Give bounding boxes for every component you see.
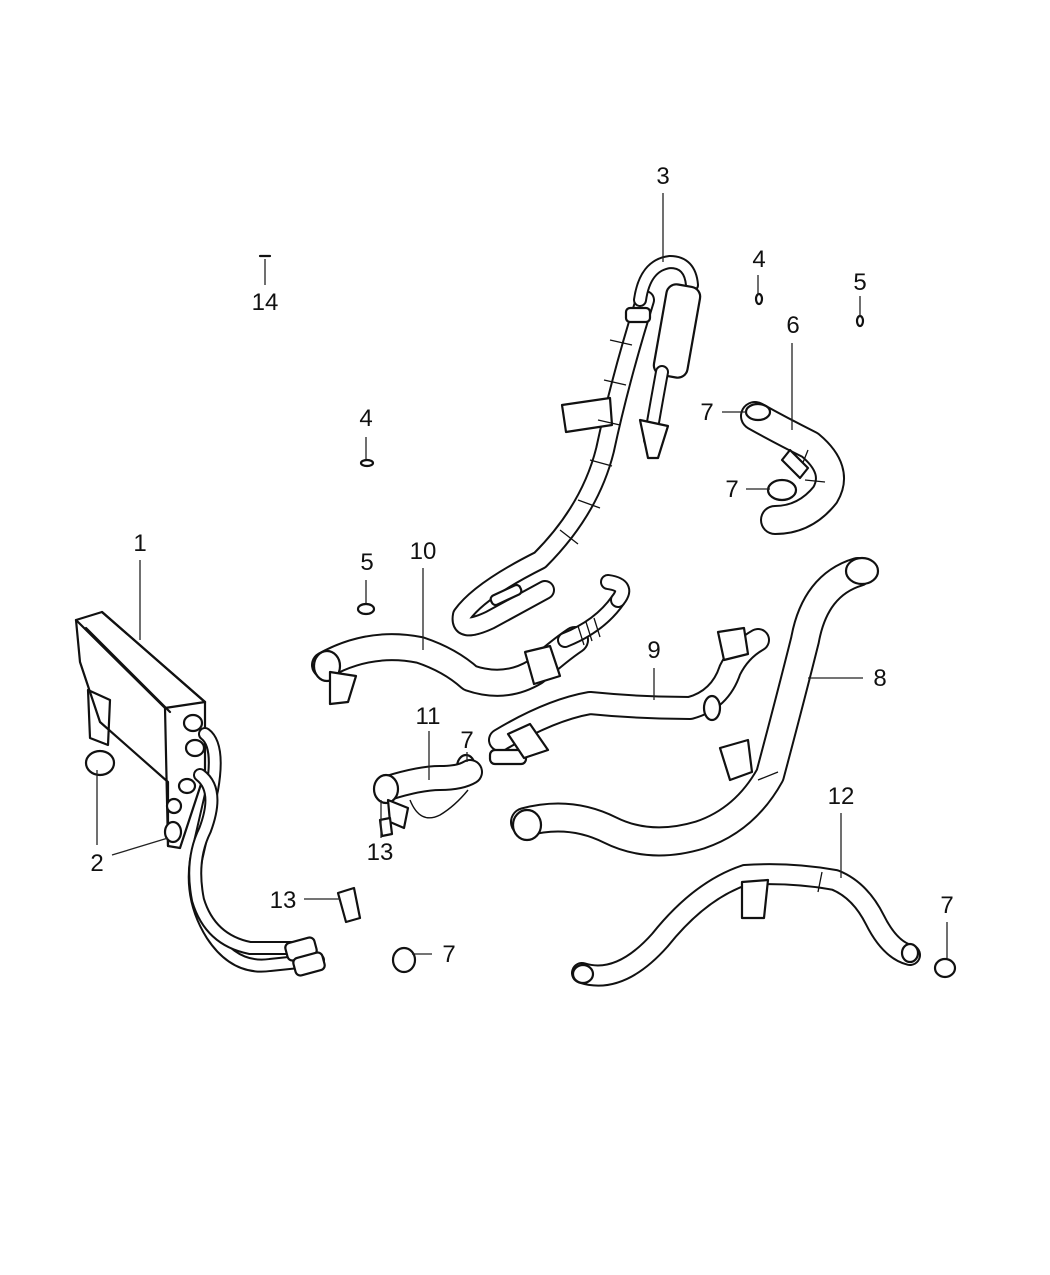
callout-11: 11 (416, 703, 441, 730)
callout-7-a: 7 (700, 399, 713, 426)
callout-10: 10 (410, 538, 437, 565)
callout-13-a: 13 (367, 839, 394, 866)
leader-lines (96, 193, 948, 958)
callout-7-b: 7 (725, 476, 738, 503)
clip-part (336, 816, 394, 924)
callout-12: 12 (828, 783, 855, 810)
seal-ring-part (356, 314, 865, 616)
callout-7-e: 7 (940, 892, 953, 919)
callout-6: 6 (786, 312, 799, 339)
hose-elbow-part (372, 759, 483, 830)
callout-8: 8 (873, 665, 886, 692)
callout-7-d: 7 (442, 941, 455, 968)
hose-quick-connect-part (311, 574, 631, 706)
callout-9: 9 (647, 637, 660, 664)
hose-with-fitting-part (488, 626, 770, 766)
grommet-part (163, 820, 183, 844)
callout-5-lower: 5 (360, 549, 373, 576)
callout-13-b: 13 (270, 887, 297, 914)
lower-hose-part (571, 863, 921, 987)
callout-7-c: 7 (460, 727, 473, 754)
callout-2: 2 (90, 850, 103, 877)
o-ring-part (359, 292, 764, 468)
hose-assembly-part (451, 255, 702, 637)
heater-core-part (74, 610, 326, 977)
molded-hose-part (740, 401, 845, 535)
callout-14: 14 (252, 289, 279, 316)
callout-4-lower: 4 (359, 405, 372, 432)
callout-3: 3 (656, 163, 669, 190)
callout-4-upper: 4 (752, 246, 765, 273)
callout-1: 1 (133, 530, 146, 557)
long-heater-hose-part (510, 556, 880, 857)
callout-5-upper: 5 (853, 269, 866, 296)
callout-labels: 1 2 3 4 4 5 5 6 7 7 7 7 7 8 9 10 11 12 1… (90, 163, 953, 968)
